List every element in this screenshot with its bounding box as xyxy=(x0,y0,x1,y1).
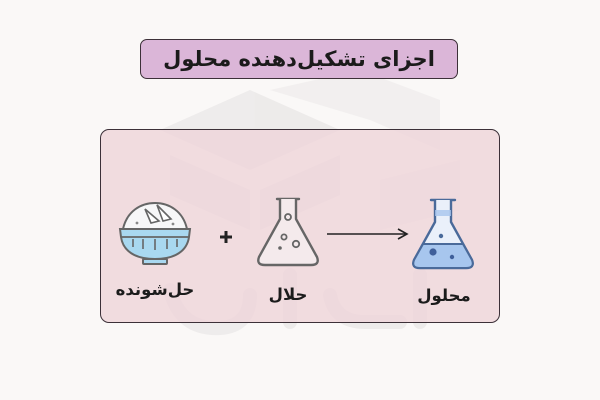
solution-label: محلول xyxy=(417,286,471,305)
title-box: اجزای تشکیل‌دهنده محلول xyxy=(140,39,458,79)
solvent-label: حلال xyxy=(268,285,308,304)
arrow-right-icon xyxy=(326,226,410,245)
plus-icon xyxy=(218,229,234,249)
bowl-of-powder-icon xyxy=(118,201,192,265)
empty-flask-icon xyxy=(257,197,319,267)
diagram-title: اجزای تشکیل‌دهنده محلول xyxy=(163,47,435,71)
solute-label: حل‌شونده xyxy=(115,280,195,299)
filled-flask-icon xyxy=(412,198,474,270)
